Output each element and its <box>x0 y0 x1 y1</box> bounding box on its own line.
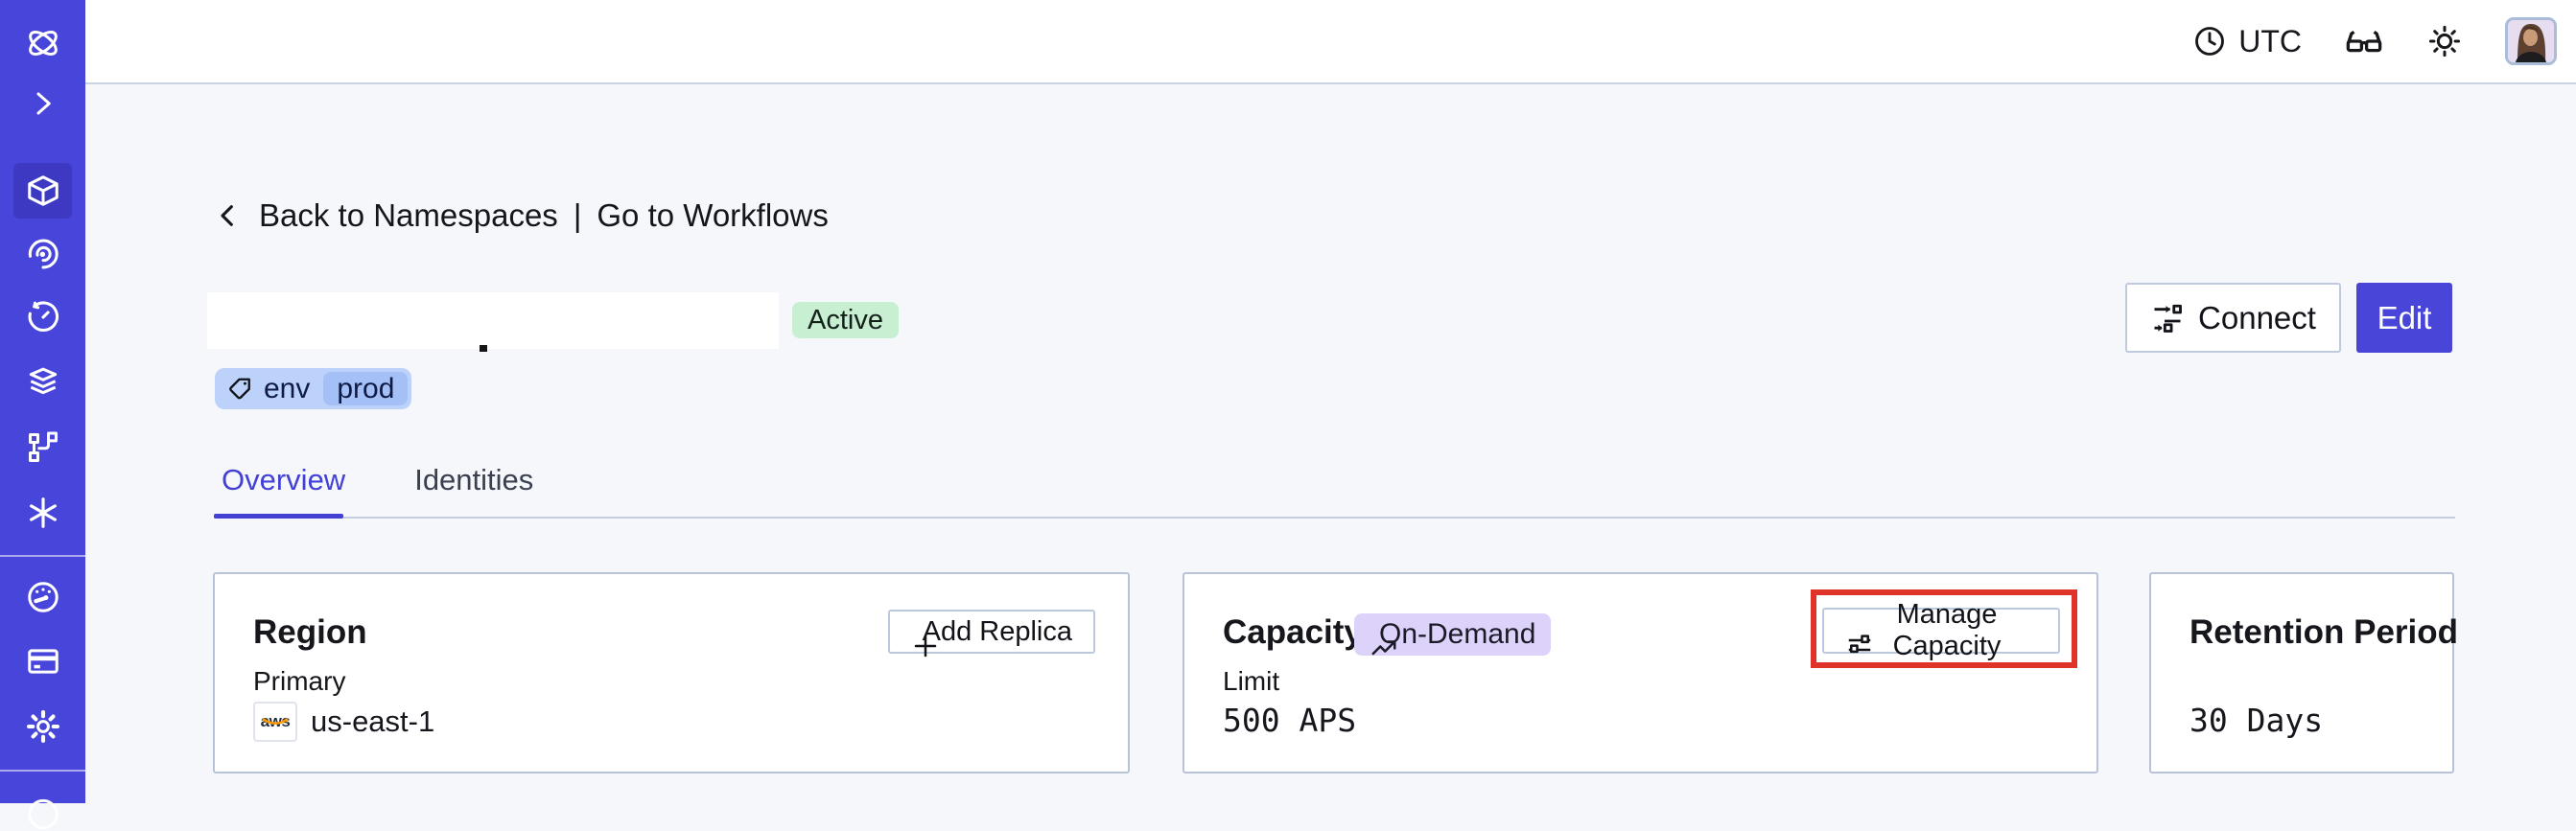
sidebar-item-partial-bottom-icon[interactable] <box>0 796 85 830</box>
tag-icon <box>227 376 254 403</box>
tabs-baseline <box>214 517 2455 519</box>
sidebar-nav <box>0 0 85 830</box>
top-header-bar: UTC <box>85 0 2576 84</box>
breadcrumb: Back to Namespaces | Go to Workflows <box>213 196 829 235</box>
namespace-title-redaction-box <box>207 292 779 349</box>
namespace-tag-pill[interactable]: env prod <box>215 368 412 409</box>
tab-overview[interactable]: Overview <box>222 463 346 496</box>
edit-button-label: Edit <box>2377 299 2432 335</box>
go-to-workflows-link[interactable]: Go to Workflows <box>597 197 829 233</box>
chevron-left-icon[interactable] <box>213 200 244 231</box>
sidebar-item-deployments-layers-icon[interactable] <box>0 363 85 398</box>
timezone-selector[interactable]: UTC <box>2192 24 2302 59</box>
edit-button[interactable]: Edit <box>2356 283 2452 353</box>
sidebar-item-ai-asterisk-icon[interactable] <box>0 496 85 530</box>
region-card-title: Region <box>253 613 367 651</box>
connect-button[interactable]: Connect <box>2125 283 2341 353</box>
ondemand-badge: On-Demand <box>1354 613 1552 656</box>
connect-button-label: Connect <box>2198 299 2316 335</box>
redaction-artifact <box>480 345 487 352</box>
manage-capacity-button[interactable]: Manage Capacity <box>1822 599 2060 661</box>
capacity-card-title: Capacity <box>1223 613 1363 651</box>
sidebar-divider <box>0 555 85 557</box>
sidebar-item-namespaces-cube-icon[interactable] <box>0 173 85 208</box>
capacity-limit-label: Limit <box>1223 666 1280 696</box>
retention-card: Retention Period 30 Days <box>2149 572 2458 773</box>
back-to-namespaces-link[interactable]: Back to Namespaces <box>259 197 558 233</box>
capacity-card: Capacity On-Demand Manage Capacity Limit… <box>1183 572 2098 773</box>
temporal-logo-icon[interactable] <box>0 26 85 60</box>
sidebar-item-batch-branch-icon[interactable] <box>0 430 85 465</box>
add-replica-button[interactable]: Add Replica <box>887 610 1095 658</box>
sidebar-item-schedules-clock-icon[interactable] <box>0 300 85 335</box>
user-avatar[interactable] <box>2505 17 2557 65</box>
sidebar-divider <box>0 770 85 772</box>
tab-active-indicator <box>214 514 343 519</box>
connect-flow-icon <box>2150 301 2185 335</box>
tag-value-chip: prod <box>323 372 409 405</box>
region-value: us-east-1 <box>311 704 435 738</box>
breadcrumb-separator: | <box>573 197 582 233</box>
region-card: Region Add Replica Primary aws us-east-1 <box>213 572 1130 773</box>
manage-capacity-label: Manage Capacity <box>1892 599 2002 661</box>
sidebar-item-settings-gear-icon[interactable] <box>0 709 85 744</box>
aws-provider-logo: aws <box>253 702 297 742</box>
sidebar-expand-chevron-icon[interactable] <box>0 86 85 121</box>
namespace-tabs: Overview Identities <box>214 463 541 503</box>
tag-key-label: env <box>264 372 311 404</box>
region-primary-label: Primary <box>253 666 346 696</box>
sidebar-item-nexus-icon[interactable] <box>0 237 85 271</box>
timezone-label: UTC <box>2238 23 2302 58</box>
add-replica-label: Add Replica <box>922 615 1072 647</box>
clock-icon <box>2192 24 2227 58</box>
sidebar-item-usage-gauge-icon[interactable] <box>0 580 85 614</box>
theme-toggle-sun-icon[interactable] <box>2426 23 2463 59</box>
sidebar-item-billing-card-icon[interactable] <box>0 644 85 679</box>
capacity-value: 500 APS <box>1223 702 1357 739</box>
retention-card-title: Retention Period <box>2190 613 2459 651</box>
labs-glasses-icon[interactable] <box>2344 21 2384 61</box>
status-badge: Active <box>792 302 899 338</box>
retention-value: 30 Days <box>2190 702 2324 739</box>
tab-identities[interactable]: Identities <box>414 463 534 496</box>
